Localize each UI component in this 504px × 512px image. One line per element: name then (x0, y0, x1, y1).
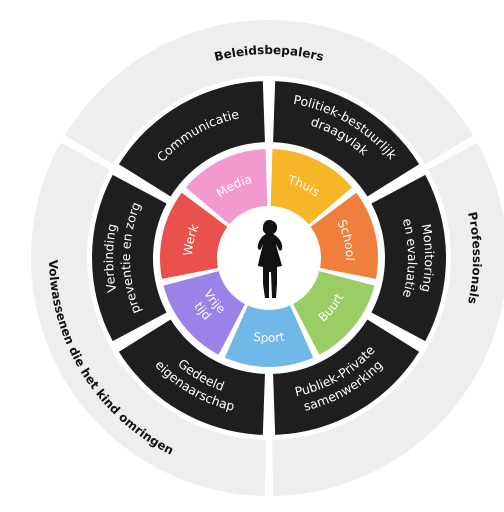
inner-segment-thuis (270, 149, 353, 225)
inner-segment-sport-label-1: Sport (252, 330, 285, 345)
outer-segment-professionals-label: Professionals (465, 211, 484, 306)
inner-segment-werk (160, 192, 228, 279)
outer-segment-professionals (272, 142, 504, 496)
outer-segment-beleidsbepalers (64, 19, 474, 165)
inner-segment-school (310, 192, 378, 279)
middle-segment-verbinding-preventie-en-zorg (92, 174, 167, 342)
middle-ring: Politiek-bestuurlijkdraagvlakMonitoringe… (92, 81, 446, 435)
middle-segment-monitoring-en-evaluatie-label-2: en evaluatie (400, 217, 420, 300)
middle-segment-publiek-private-samenwerking (273, 319, 420, 435)
center (227, 216, 311, 300)
inner-segment-vrije-tijd (163, 271, 245, 355)
outer-segment-volwassenen-die-het-kind-omringen (30, 142, 266, 496)
outer-segment-beleidsbepalers-label: Beleidsbepalers (213, 43, 325, 64)
middle-segment-communicatie (118, 81, 265, 197)
child-silhouette-icon (257, 220, 283, 298)
middle-segment-monitoring-en-evaluatie-label-1: Monitoring (419, 223, 438, 294)
inner-segment-media (185, 149, 268, 225)
inner-segment-buurt (293, 271, 375, 355)
middle-segment-gedeeld-eigenaarschap (118, 319, 265, 435)
middle-segment-monitoring-en-evaluatie (371, 174, 446, 342)
inner-segment-sport (224, 305, 314, 368)
middle-segment-politiek-bestuurlijk-draagvlak (273, 81, 420, 197)
middle-segment-verbinding-preventie-en-zorg-label-1: Verbinding (101, 222, 120, 293)
